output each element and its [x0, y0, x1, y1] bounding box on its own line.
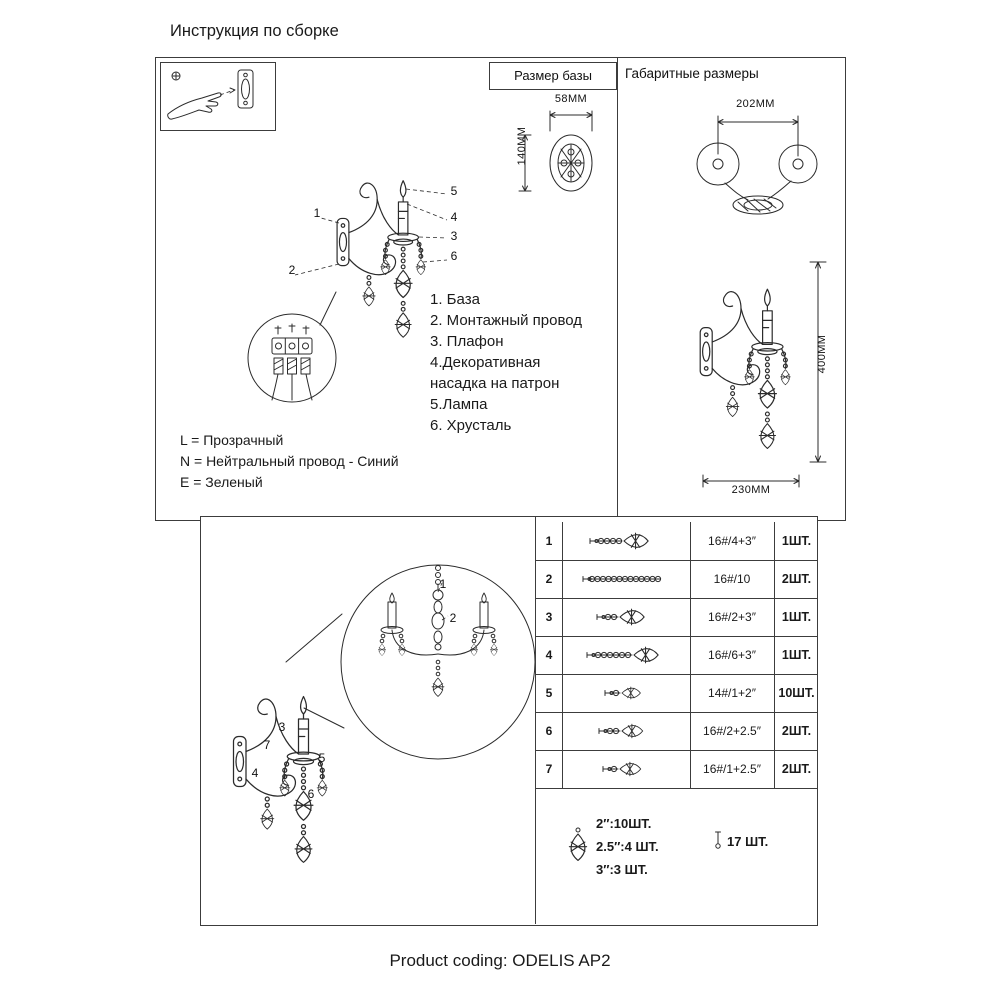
base-width-label: 58MM: [554, 93, 588, 105]
product-coding: Product coding: ODELIS AP2: [389, 951, 611, 970]
summary-2-5in: 2.5″:4 ШТ.: [596, 839, 659, 854]
bead-chain-crystal-drop-icon: [589, 532, 649, 550]
part-number: 3: [545, 610, 553, 624]
top-view-diagram: [696, 115, 818, 215]
callout-main-1: 1: [313, 206, 321, 220]
overall-dimensions-header: Габаритные размеры: [625, 66, 759, 81]
summary-3in: 3″:3 ШТ.: [596, 862, 648, 877]
part-qty: 1ШТ.: [781, 648, 812, 662]
legend-item-5: 5.Лампа: [430, 396, 488, 413]
wire-legend-l: L = Прозрачный: [180, 432, 284, 448]
bead-crystal-drop-icon: [602, 761, 642, 777]
part-number: 7: [545, 762, 553, 776]
hand-install-base-icon: [167, 69, 254, 120]
part-size: 16#/4+3″: [708, 534, 756, 548]
base-size-header: Размер базы: [489, 62, 617, 90]
callout-asm-3: 3: [278, 720, 286, 734]
magnifier-cone-lines: [285, 613, 345, 729]
part-size: 14#/1+2″: [708, 686, 756, 700]
height-dimension-line: [809, 261, 827, 463]
connector-pin-icon: [715, 831, 721, 849]
callout-main-3: 3: [450, 229, 458, 243]
callout-asm-4: 4: [251, 766, 259, 780]
legend-item-3: 3. Плафон: [430, 333, 504, 350]
part-size: 16#/10: [713, 572, 751, 586]
wire-legend-e: E = Зеленый: [180, 474, 263, 490]
table-left-border: [535, 517, 536, 924]
legend-item-1: 1. База: [430, 291, 480, 308]
pin-count: 17 ШТ.: [727, 834, 769, 849]
part-size: 16#/2+2.5″: [703, 724, 761, 738]
parts-panel: [200, 516, 818, 926]
part-qty: 2ШТ.: [781, 762, 812, 776]
part-number: 5: [545, 686, 553, 700]
table-row: 2 16#/10 2ШТ.: [536, 560, 818, 599]
part-qty: 2ШТ.: [781, 724, 812, 738]
part-qty: 1ШТ.: [781, 534, 812, 548]
instruction-panel: [155, 57, 846, 521]
table-row: 5 14#/1+2″ 10ШТ.: [536, 674, 818, 713]
table-row: 4 16#/6+3″ 1ШТ.: [536, 636, 818, 675]
side-view-diagram: [685, 252, 820, 462]
part-qty: 1ШТ.: [781, 610, 812, 624]
callout-asm-1: 1: [439, 577, 447, 591]
part-size: 16#/6+3″: [708, 648, 756, 662]
wiring-terminal-icon: [247, 291, 337, 403]
legend-item-6: 6. Хрусталь: [430, 417, 512, 434]
page-title: Инструкция по сборке: [170, 22, 339, 40]
table-col-line-2: [690, 522, 691, 788]
crystal-drop-icon: [568, 827, 588, 862]
sconce-exploded-diagram: [294, 142, 448, 357]
part-qty: 10ШТ.: [778, 686, 815, 700]
table-row: 1 16#/4+3″ 1ШТ.: [536, 522, 818, 561]
callout-asm-6: 6: [307, 787, 315, 801]
table-row: 7 16#/1+2.5″ 2ШТ.: [536, 750, 818, 789]
width-dimension-line: [702, 474, 800, 488]
callout-asm-7: 7: [263, 738, 271, 752]
drop-size-summary: 2″:10ШТ. 2.5″:4 ШТ. 3″:3 ШТ.: [596, 812, 659, 881]
part-number: 1: [545, 534, 553, 548]
panel-divider: [617, 58, 618, 518]
callout-main-5: 5: [450, 184, 458, 198]
summary-2in: 2″:10ШТ.: [596, 816, 652, 831]
bead-crystal-drop-small-icon: [604, 686, 641, 700]
base-size-header-label: Размер базы: [514, 68, 592, 83]
side-height-label: 400MM: [816, 334, 828, 374]
bead-chain-crystal-drop-icon: [596, 608, 645, 626]
part-number: 2: [545, 572, 553, 586]
callout-main-6: 6: [450, 249, 458, 263]
part-qty: 2ШТ.: [781, 572, 812, 586]
wire-color-legend: L = Прозрачный N = Нейтральный провод - …: [180, 430, 399, 493]
part-number: 6: [545, 724, 553, 738]
table-row: 6 16#/2+2.5″ 2ШТ.: [536, 712, 818, 751]
callout-main-2: 2: [288, 263, 296, 277]
table-col-line-1: [562, 522, 563, 788]
legend-item-4: 4.Декоративная: [430, 354, 541, 371]
wire-legend-n: N = Нейтральный провод - Синий: [180, 453, 399, 469]
table-row: 3 16#/2+3″ 1ШТ.: [536, 598, 818, 637]
legend-item-4b: насадка на патрон: [430, 375, 560, 392]
bead-chain-icon: [582, 575, 662, 583]
top-width-label: 202MM: [736, 98, 775, 110]
part-size: 16#/2+3″: [708, 610, 756, 624]
callout-asm-2: 2: [449, 611, 457, 625]
legend-item-2: 2. Монтажный провод: [430, 312, 583, 329]
base-size-diagram: [518, 110, 593, 192]
table-col-line-3: [774, 522, 775, 788]
callout-main-4: 4: [450, 210, 458, 224]
side-width-label: 230MM: [731, 484, 771, 496]
part-number: 4: [545, 648, 553, 662]
callout-asm-5: 5: [318, 751, 326, 765]
bead-chain-crystal-drop-icon: [586, 646, 659, 664]
parts-legend: 1. База 2. Монтажный провод 3. Плафон 4.…: [430, 289, 582, 436]
part-size: 16#/1+2.5″: [703, 762, 761, 776]
bead-chain-crystal-drop-icon: [598, 723, 644, 739]
